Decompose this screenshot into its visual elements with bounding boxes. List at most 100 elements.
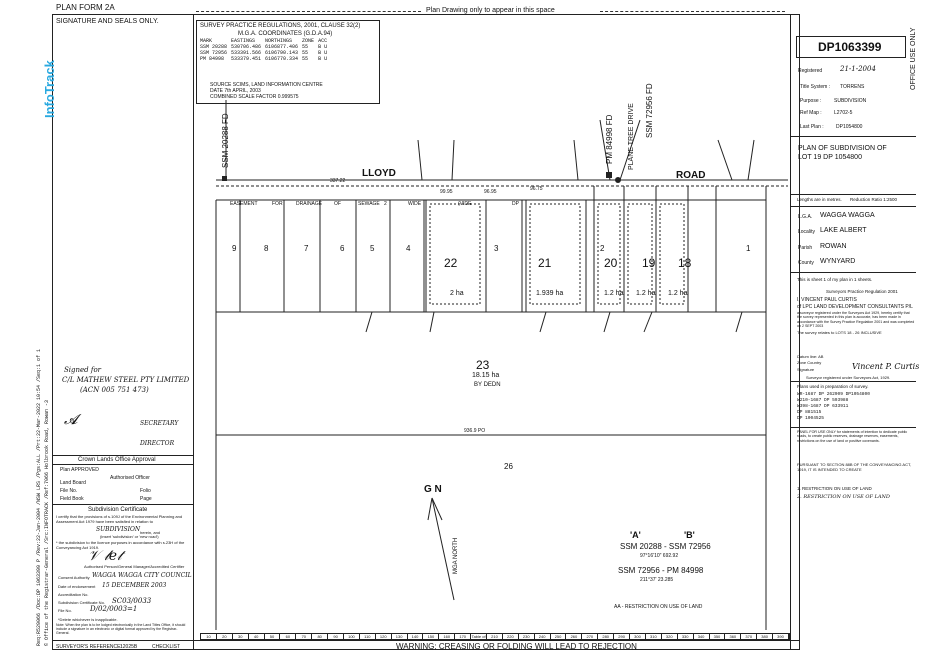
table-row: SSM 20288 530706.486 6106877.406 55 B U bbox=[198, 44, 329, 50]
subdivision-cert-body: I certify that the provisions of s.109J … bbox=[56, 514, 183, 524]
table-cell: B U bbox=[318, 56, 328, 62]
ruler-mark: 230 bbox=[519, 634, 535, 639]
plans-used-item: DP 1004525 bbox=[797, 416, 825, 421]
ruler-mark: 90 bbox=[328, 634, 345, 639]
ruler-mark: 270 bbox=[582, 634, 599, 639]
cert-signature: 𝒱 𝓁𝑒𝓉 bbox=[88, 548, 122, 564]
dim-d2: 96.95 bbox=[484, 189, 497, 195]
table-row: SSM 72956 533391.566 6106790.143 55 B U bbox=[198, 50, 329, 56]
table-cell: 55 bbox=[302, 44, 309, 50]
ruler-mark: 290 bbox=[614, 634, 631, 639]
director-label: DIRECTOR bbox=[140, 440, 175, 447]
county-value: WYNYARD bbox=[820, 258, 856, 265]
panel-use-note: PANEL FOR USE ONLY for statements of int… bbox=[797, 430, 908, 443]
dim-top: 337.22 bbox=[330, 178, 346, 184]
warning-text: WARNING: CREASING OR FOLDING WILL LEAD T… bbox=[396, 642, 637, 651]
reduction-ratio: Reduction Ratio 1:2500 bbox=[850, 197, 898, 202]
ruler-mark: 30 bbox=[233, 634, 249, 639]
plan-of-line-2: LOT 19 DP 1054800 bbox=[798, 154, 862, 161]
coord-table-header: MARK EASTINGS NORTHINGS ZONE ACC bbox=[198, 38, 329, 44]
coord-table-subtitle: M.G.A. COORDINATES (G.D.A.94) bbox=[238, 31, 333, 37]
bearing-line-1: SSM 20288 - SSM 72956 bbox=[620, 542, 711, 551]
ruler-mark: 250 bbox=[551, 634, 567, 639]
bearing-line-2-values: 211°37' 23.285 bbox=[640, 577, 674, 583]
consent-authority-value: WAGGA WAGGA CITY COUNCIL bbox=[92, 572, 192, 579]
ref-map-value: L2702-5 bbox=[834, 110, 853, 116]
ssm-72956-label: SSM 72956 FD bbox=[645, 83, 654, 138]
right-rule-1 bbox=[790, 136, 916, 137]
sheet-note: This is sheet 1 of my plan in 1 sheets. bbox=[797, 277, 873, 282]
coord-col-header: EASTINGS bbox=[231, 38, 256, 44]
cert-no-value: SC03/0033 bbox=[112, 597, 152, 605]
dim-d1: 99.95 bbox=[440, 189, 453, 195]
lot-number: 2 bbox=[600, 244, 605, 253]
coord-col-header: ACC bbox=[318, 38, 328, 44]
easement-label: 2 bbox=[384, 201, 387, 207]
lot-area: 1.2 ha bbox=[668, 290, 688, 297]
ruler-mark: 130 bbox=[392, 634, 408, 639]
locality-value: LAKE ALBERT bbox=[820, 227, 867, 234]
plan-drawing-note: Plan Drawing only to appear in this spac… bbox=[426, 7, 555, 14]
lot-number: 6 bbox=[340, 244, 345, 253]
table-row: PM 84998 533379.451 6106770.334 55 B U bbox=[198, 56, 329, 62]
ruler-mark: 60 bbox=[280, 634, 297, 639]
coord-col-header: NORTHINGS bbox=[265, 38, 293, 44]
ruler-mark: 320 bbox=[662, 634, 678, 639]
surveyor-signature: Vincent P. Curtis bbox=[852, 362, 920, 371]
signature-mark-1: 𝓐 bbox=[64, 412, 78, 428]
table-cell: 55 bbox=[302, 56, 309, 62]
lot-number: 19 bbox=[642, 256, 656, 270]
ruler-mark: 380 bbox=[757, 634, 774, 639]
lot-number: 9 bbox=[232, 244, 237, 253]
bearing-line-2: SSM 72956 - PM 84998 bbox=[618, 566, 704, 575]
ruler-mark: 70 bbox=[296, 634, 313, 639]
north-label: G N bbox=[424, 484, 442, 495]
right-rule-5 bbox=[790, 381, 916, 382]
lot-number: 21 bbox=[538, 256, 552, 270]
lot-area: 2 ha bbox=[450, 290, 464, 297]
mga-north-label: MGA NORTH bbox=[453, 537, 459, 574]
parish-value: ROWAN bbox=[820, 243, 847, 250]
title-system-label: Title System : bbox=[800, 84, 831, 90]
easement-label: WIDE bbox=[408, 201, 422, 207]
surveyors-ref-label: SURVEYOR'S REFERENCE: bbox=[56, 644, 122, 650]
lot-23-area: 18.15 ha bbox=[472, 372, 500, 379]
dp-number-box bbox=[796, 36, 906, 58]
restriction-item-1: 1. RESTRICTION ON USE OF LAND bbox=[797, 486, 872, 491]
lga-label: L.G.A. bbox=[798, 214, 813, 220]
authorised-person-label: Authorised Person/General Manager/Accred… bbox=[84, 564, 185, 569]
ruler-mark: 240 bbox=[535, 634, 551, 639]
ruler-mark: 110 bbox=[360, 634, 376, 639]
accreditation-label: Accreditation No. bbox=[58, 592, 89, 597]
ruler-mark: 160 bbox=[439, 634, 456, 639]
ruler-mark: Table of mm bbox=[471, 634, 488, 639]
pursuant-note: PURSUANT TO SECTION 88B OF THE CONVEYANC… bbox=[797, 462, 912, 472]
date-endorsement-label: Date of endorsement bbox=[58, 584, 96, 589]
plans-used-label: Plans used in preparation of survey. bbox=[797, 384, 869, 389]
table-cell: 55 bbox=[302, 50, 309, 56]
right-rule-4 bbox=[790, 272, 916, 273]
coord-table: MARK EASTINGS NORTHINGS ZONE ACC SSM 202… bbox=[198, 38, 329, 62]
lot-number: 1 bbox=[746, 244, 751, 253]
restriction-item-2: 2. RESTRICTION ON USE OF LAND bbox=[797, 494, 890, 500]
consent-authority-label: Consent Authority bbox=[58, 575, 90, 580]
table-cell: SSM 20288 bbox=[200, 44, 228, 50]
coord-scale-factor: COMBINED SCALE FACTOR 0.999575 bbox=[210, 94, 299, 100]
easement-label: (VIDE bbox=[458, 201, 472, 207]
dp-number: DP1063399 bbox=[818, 40, 882, 54]
cert-file-no-label: File No. bbox=[58, 608, 72, 613]
lot-number: 4 bbox=[406, 244, 411, 253]
signature-seals-label: SIGNATURE AND SEALS ONLY. bbox=[56, 18, 159, 25]
last-plan-label: Last Plan : bbox=[800, 124, 824, 130]
lot-26-number: 26 bbox=[504, 462, 513, 471]
table-cell: 6106770.334 bbox=[265, 56, 299, 62]
lot-23-by: BY DEDN bbox=[474, 382, 501, 388]
coord-table-title: SURVEY PRACTICE REGULATIONS, 2001, CLAUS… bbox=[200, 23, 361, 29]
survey-relates: The survey relates to LOTS 18 - 26 INCLU… bbox=[797, 330, 882, 335]
purpose-label: Purpose : bbox=[800, 98, 822, 104]
ruler-mark: 390 bbox=[773, 634, 789, 639]
street-plane-tree: PLANE TREE DRIVE bbox=[628, 103, 635, 170]
easement-label: EASEMENT bbox=[230, 201, 258, 207]
secretary-label: SECRETARY bbox=[140, 420, 179, 427]
ruler-mark: 170 bbox=[455, 634, 472, 639]
